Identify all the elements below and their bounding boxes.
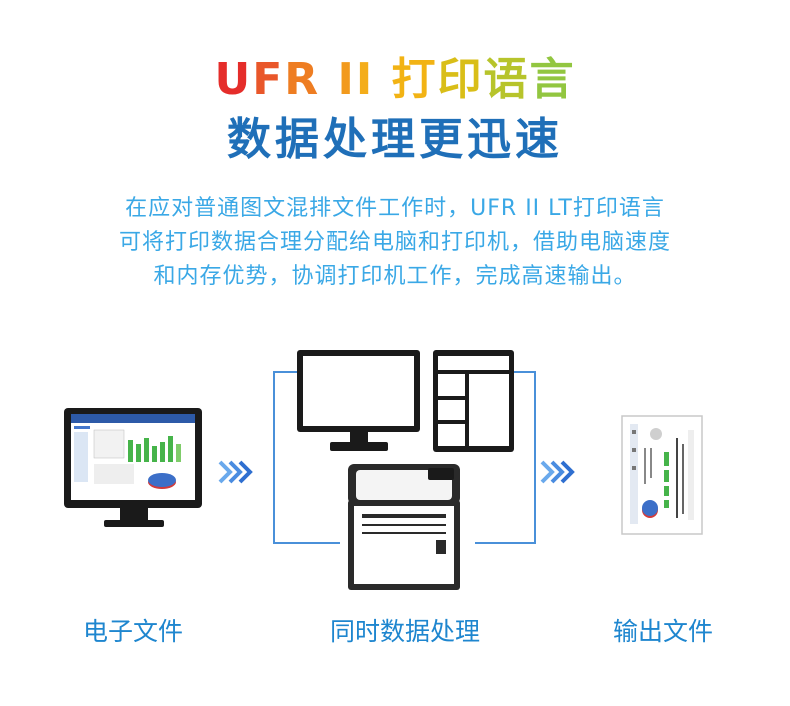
description: 在应对普通图文混排文件工作时，UFR II LT打印语言 可将打印数据合理分配给… (60, 192, 730, 294)
computer-tower-icon (433, 350, 514, 452)
computer-monitor-icon (297, 350, 420, 451)
label-electronic-file: 电子文件 (82, 617, 183, 646)
headline-char: U (214, 54, 253, 105)
headline-ufr: UFR II 打印语言 (0, 52, 790, 108)
double-chevron-right-icon (540, 460, 575, 484)
headline-char: 打 (391, 54, 438, 105)
headline-char: I (337, 54, 356, 105)
label-output-file: 输出文件 (612, 617, 713, 646)
headline-char: I (355, 54, 375, 105)
printer-icon (348, 464, 460, 590)
headline-speed: 数据处理更迅速 (227, 114, 563, 165)
headline-char: 言 (529, 54, 576, 105)
double-chevron-right-icon (218, 460, 253, 484)
printed-page-icon (621, 415, 703, 535)
headline-char: 印 (437, 54, 484, 105)
monitor-document-icon (64, 408, 202, 527)
headline-char: R (284, 54, 321, 105)
headline-char: F (252, 54, 285, 105)
description-line-2: 可将打印数据合理分配给电脑和打印机，借助电脑速度 (118, 230, 671, 255)
headline-char: 语 (483, 54, 530, 105)
description-line-3: 和内存优势，协调打印机工作，完成高速输出。 (153, 264, 637, 289)
description-line-1: 在应对普通图文混排文件工作时，UFR II LT打印语言 (125, 196, 665, 221)
label-simultaneous-processing: 同时数据处理 (329, 617, 480, 646)
connector-lines (273, 371, 536, 544)
